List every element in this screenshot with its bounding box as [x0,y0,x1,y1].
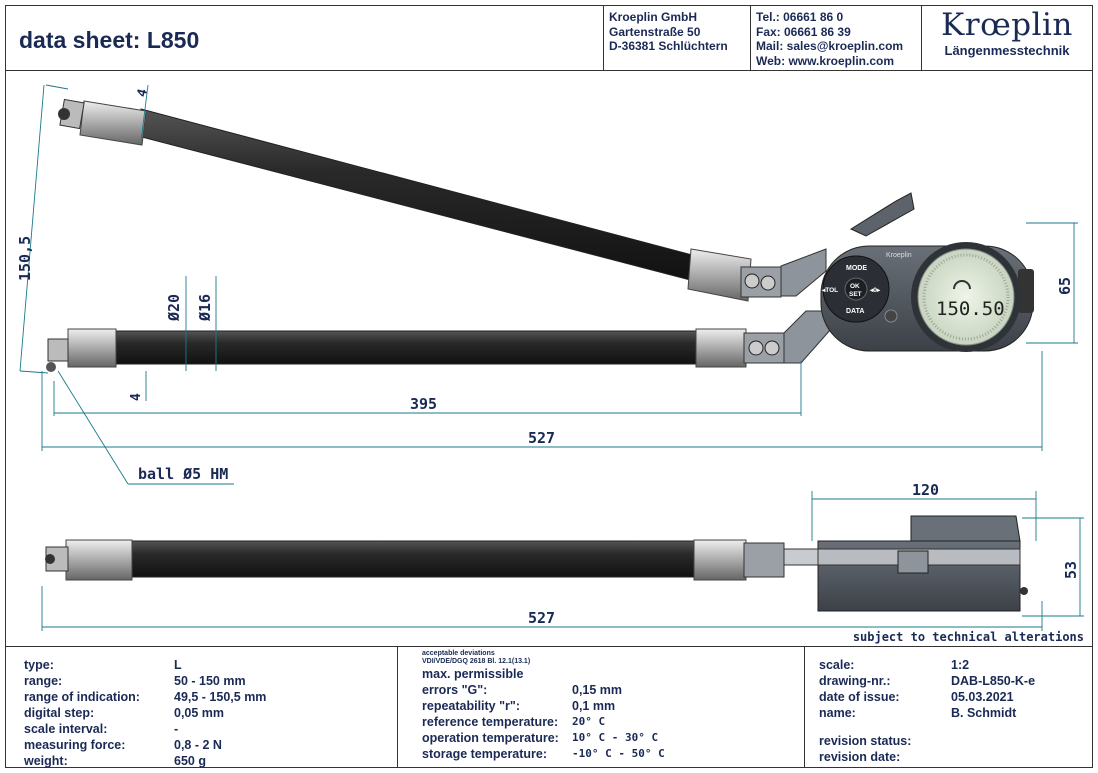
deviation-header: acceptable deviations [422,650,495,657]
revision-date: revision date: [819,750,901,764]
spec-row: range:50 - 150 mm [24,674,246,688]
zero-button[interactable]: ◂0▸ [869,287,881,294]
spec-row: errors "G":0,15 mm [422,683,623,697]
page-title: data sheet: L850 [6,6,604,70]
spec-column-deviations: acceptable deviations VDI/VDE/DGQ 2618 B… [398,647,805,768]
digital-gauge: Kroeplin MODE ◂TOL OK SET ◂0▸ DATA 150.5… [820,192,1034,352]
contact-mail[interactable]: Mail: sales@kroeplin.com [756,39,904,53]
contact-phone: Tel.: 06661 86 0 [756,10,844,24]
dim-120: 120 [912,481,939,499]
dim-527-bottom: 527 [528,609,555,627]
dim-d20: Ø20 [165,294,183,322]
company-contact: Tel.: 06661 86 0 Fax: 06661 86 39 Mail: … [751,6,922,70]
dim-d16: Ø16 [196,294,214,322]
dim-395: 395 [410,395,437,413]
spec-row: repeatability "r":0,1 mm [422,699,616,713]
dim-150: 150,5 [16,236,34,281]
alteration-note: subject to technical alterations [852,630,1084,644]
mode-button[interactable]: MODE [846,265,867,272]
set-button[interactable]: SET [849,291,862,298]
deviation-title: max. permissible [422,667,524,681]
technical-drawing: Kroeplin MODE ◂TOL OK SET ◂0▸ DATA 150.5… [6,71,1092,651]
company-address: Kroeplin GmbH Gartenstraße 50 D-36381 Sc… [604,6,751,70]
deviation-standard: VDI/VDE/DGQ 2618 Bl. 12.1(13.1) [422,658,531,665]
lower-arm [46,310,832,372]
dim-ball: ball Ø5 HM [138,465,228,483]
data-button[interactable]: DATA [846,308,864,315]
spec-table: type:L range:50 - 150 mm range of indica… [6,646,1092,768]
lcd-value: 150.50 [936,298,1005,320]
logo-subtitle: Längenmesstechnik [944,43,1070,58]
spec-column-drawing-info: scale:1:2 drawing-nr.:DAB-L850-K-e date … [805,647,1092,768]
dim-4-top: 4 [135,87,152,99]
spec-row: storage temperature:-10° C - 50° C [422,747,665,761]
gauge-brand: Kroeplin [886,252,912,259]
drawing-canvas: Kroeplin MODE ◂TOL OK SET ◂0▸ DATA 150.5… [16,84,1084,631]
spec-row: name:B. Schmidt [819,706,1017,720]
spec-row: date of issue:05.03.2021 [819,690,1014,704]
spec-row: weight:650 g [24,754,206,768]
spec-row: drawing-nr.:DAB-L850-K-e [819,674,1036,688]
spec-row: range of indication:49,5 - 150,5 mm [24,690,267,704]
dim-53: 53 [1062,561,1080,579]
dimension-lines [19,84,1084,631]
tol-button[interactable]: ◂TOL [821,287,838,294]
upper-arm [58,98,827,302]
revision-status: revision status: [819,734,912,748]
address-line: D-36381 Schlüchtern [609,39,728,53]
ok-label: OK [850,283,860,290]
contact-fax: Fax: 06661 86 39 [756,24,851,39]
dim-65: 65 [1056,277,1074,295]
address-line: Kroeplin GmbH [609,10,698,24]
spec-row: scale interval:- [24,722,179,736]
address-line: Gartenstraße 50 [609,24,701,39]
spec-row: measuring force:0,8 - 2 N [24,738,222,752]
spec-row: type:L [24,658,182,672]
dim-527-top: 527 [528,429,555,447]
company-logo: Krœplin Längenmesstechnik [922,6,1092,70]
dim-4-bottom: 4 [129,393,144,401]
data-sheet: data sheet: L850 Kroeplin GmbH Gartenstr… [5,5,1093,768]
spec-row: scale:1:2 [819,658,970,672]
spec-row: digital step:0,05 mm [24,706,225,720]
spec-column-general: type:L range:50 - 150 mm range of indica… [6,647,398,768]
spec-row: reference temperature:20° C [422,715,606,729]
contact-web[interactable]: Web: www.kroeplin.com [756,53,895,68]
header: data sheet: L850 Kroeplin GmbH Gartenstr… [6,6,1092,71]
spec-row: operation temperature:10° C - 30° C [422,731,659,745]
side-view [45,515,1028,612]
logo-text: Krœplin [941,7,1073,43]
